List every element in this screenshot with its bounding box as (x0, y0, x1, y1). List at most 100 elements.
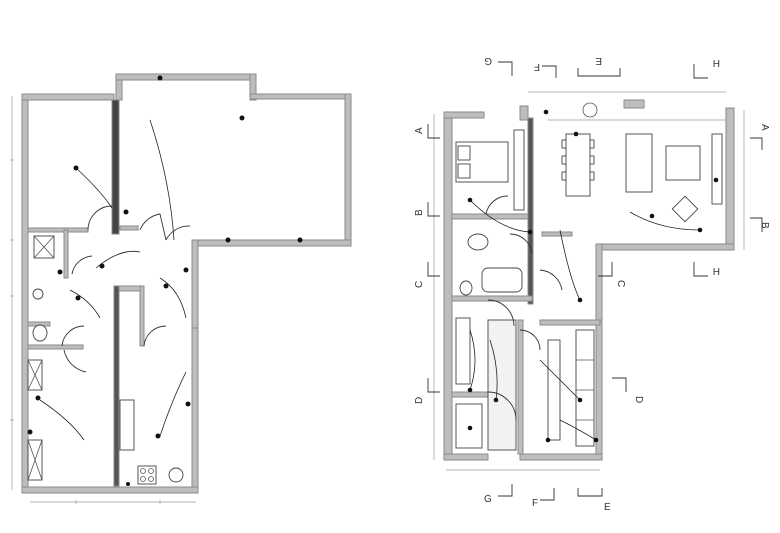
section-label-left-d: D (414, 397, 425, 404)
left-plan-point-16 (126, 482, 130, 486)
section-marker-top-h (693, 64, 708, 79)
left-plan-east-wall-c (191, 327, 199, 494)
right-plan-wardrobe (513, 129, 525, 211)
right-plan-plant (582, 102, 598, 118)
section-label-top-f: F (534, 61, 540, 72)
left-plan-partition-4 (139, 285, 145, 347)
left-plan-point-14 (225, 237, 231, 243)
section-label-bottom-e: E (604, 502, 611, 513)
left-plan-west-wall (21, 93, 29, 491)
left-plan-bath-wall (63, 229, 69, 279)
right-plan-circuit-3 (469, 329, 476, 391)
section-marker-right-h (693, 262, 708, 277)
right-plan-point-7 (493, 397, 499, 403)
right-plan-chair-1 (561, 139, 567, 149)
right-plan-point-11 (649, 213, 655, 219)
right-plan-south-wall-a (443, 453, 489, 461)
right-plan-partition (541, 231, 573, 237)
left-plan-point-7 (75, 295, 81, 301)
left-plan-circuit-3 (69, 289, 101, 319)
right-plan-circuit-6 (489, 339, 498, 401)
right-plan-coffee-table (671, 195, 699, 223)
right-plan-circuit-7 (559, 419, 597, 441)
right-plan-point-12 (713, 177, 719, 183)
left-plan-east-wall-b (191, 239, 199, 331)
right-plan-kitchen-wall (539, 319, 601, 326)
right-plan-party-wall (527, 117, 534, 305)
right-plan-dining-table (565, 133, 591, 197)
section-label-left-c: C (414, 281, 425, 288)
left-plan-sink (168, 467, 184, 483)
right-plan-tv-unit (711, 133, 723, 205)
right-plan-south-wall-b (519, 453, 603, 461)
section-label-top-g: G (484, 55, 492, 66)
left-plan-cupboard-1-cross-b (27, 359, 43, 391)
right-plan-circuit-5 (629, 211, 701, 231)
section-marker-right-d (612, 377, 627, 392)
right-plan-door-swing-1 (485, 195, 509, 215)
left-plan-door-swing-2 (139, 213, 167, 241)
right-plan-north-wall-a (443, 111, 485, 119)
right-plan-chair-6 (589, 171, 595, 181)
right-plan-circuit-4 (539, 359, 581, 401)
right-plan-chair-4 (589, 139, 595, 149)
right-plan-door-swing-4 (487, 391, 517, 421)
left-plan-toilet (32, 324, 48, 342)
section-label-right-d: D (633, 396, 644, 403)
right-plan-chair-2 (561, 155, 567, 165)
left-plan-circuit-7 (149, 119, 175, 241)
left-plan-east-wall (344, 93, 352, 247)
right-plan-hall-wall (517, 319, 524, 455)
right-plan-chair-5 (589, 155, 595, 165)
right-plan-point-1 (467, 197, 473, 203)
right-plan-point-6 (697, 227, 703, 233)
section-marker-left-b (427, 202, 440, 217)
right-plan-toilet (459, 280, 473, 296)
section-marker-left-a (427, 124, 440, 139)
section-marker-left-d (427, 378, 440, 393)
section-marker-right-a (750, 137, 763, 150)
section-label-right-c: C (615, 280, 626, 287)
section-label-left-b: B (414, 209, 425, 216)
section-label-top-e: E (595, 55, 602, 66)
section-marker-bottom-e (577, 488, 603, 497)
right-plan-chair-3 (561, 171, 567, 181)
left-plan-kitchen-wall (113, 285, 120, 487)
right-plan-point-13 (573, 131, 579, 137)
left-plan-north-wall-b (115, 73, 257, 81)
right-plan-west-wall (443, 111, 453, 461)
right-plan-study-wall (451, 391, 489, 398)
section-marker-top-f (542, 65, 557, 78)
left-plan-point-6 (57, 269, 63, 275)
left-plan-circuit-5 (159, 371, 187, 437)
left-plan-circuit-4 (159, 277, 187, 319)
left-plan-point-10 (155, 433, 161, 439)
right-plan-bathtub (481, 267, 523, 293)
left-plan-hob-ring-1 (140, 468, 146, 474)
right-plan-point-2 (527, 229, 533, 235)
section-marker-top-e (577, 68, 621, 77)
left-plan-circuit-1 (75, 167, 113, 209)
left-plan-door-swing-4 (71, 255, 93, 275)
left-plan-point-9 (183, 267, 189, 273)
left-plan-point-2 (157, 75, 163, 81)
left-plan-cupboard-2-cross-b (27, 439, 43, 481)
left-plan-point-4 (123, 209, 129, 215)
right-plan-north-pier (519, 105, 529, 121)
right-plan-pillow-1 (457, 145, 471, 161)
right-plan-pillow-2 (457, 163, 471, 179)
section-markers: G F E H G F E A B C D A B H C D (414, 55, 770, 513)
left-plan-door-swing-5 (61, 325, 85, 347)
left-plan-door-swing-6 (143, 325, 167, 347)
right-plan-bath-wall (451, 295, 533, 302)
left-plan-partition-1 (27, 227, 89, 233)
left-plan-north-wall-a (21, 93, 115, 101)
right-plan-north-wall-b (623, 99, 645, 109)
left-plan-point-13 (297, 237, 303, 243)
left-plan-point-12 (35, 395, 41, 401)
right-plan-east-wall (725, 107, 735, 251)
left-plan-door-swing-7 (63, 349, 87, 373)
right-plan-hall (487, 319, 517, 451)
left-plan-point-15 (27, 429, 33, 435)
